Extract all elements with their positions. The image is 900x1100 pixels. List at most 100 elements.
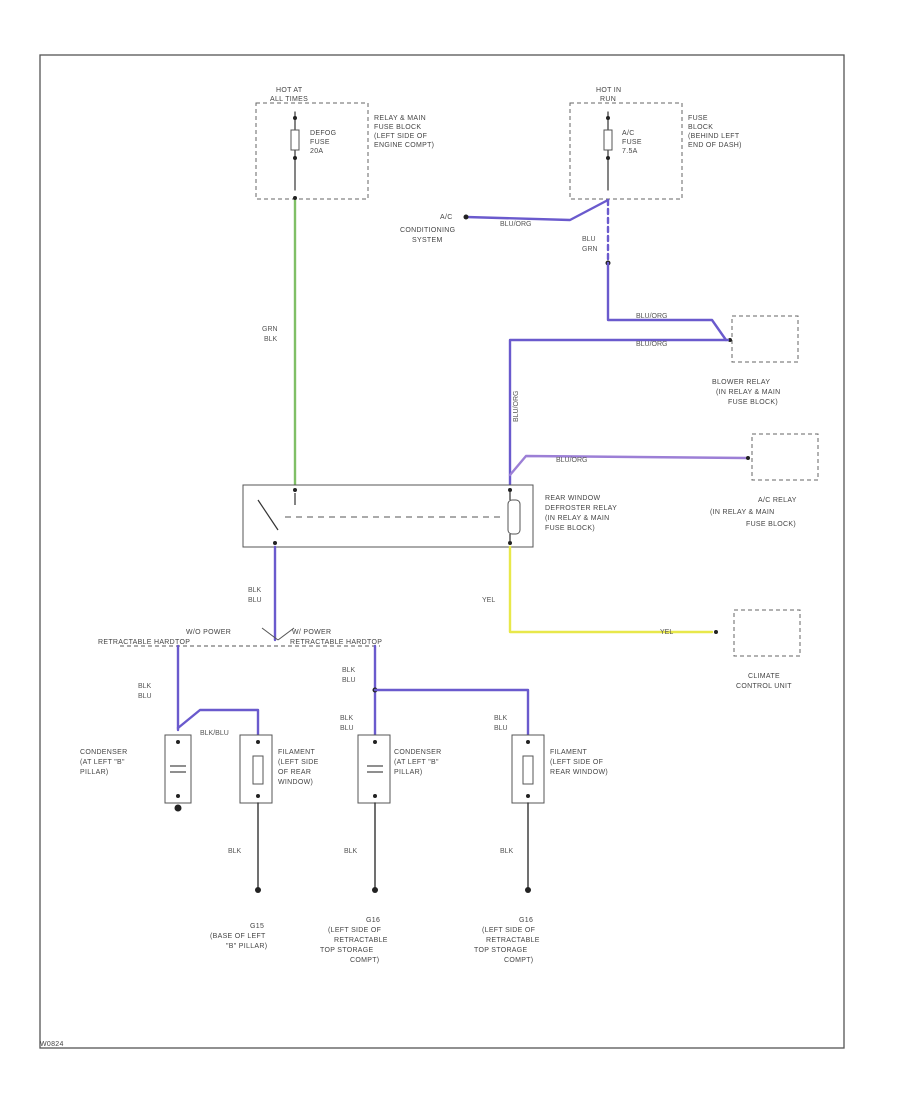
ac-relay-terminal [746,456,750,460]
wire-label-yel-1: YEL [482,597,495,604]
wire-blk-blu-to-filament-2 [373,688,530,737]
hot-in-run-label-2: RUN [600,96,616,103]
condenser-2-label-3: PILLAR) [394,769,423,776]
option-without-label-2: RETRACTABLE HARDTOP [98,639,190,646]
wire-blu-org-to-ac-system [464,198,610,222]
ac-fuse-name-2: FUSE [622,139,642,146]
ground-3-label-5: COMPT) [504,957,533,964]
wire-label-yel-2: YEL [660,629,673,636]
filament-left-side-rear-window-2: FILAMENT (LEFT SIDE OF REAR WINDOW) [511,734,608,804]
relay-main-fuse-block-label-3: (LEFT SIDE OF [374,133,427,140]
defroster-relay-label-1: REAR WINDOW [545,495,600,502]
ac-fuse-rating: 7.5A [622,148,638,155]
fuse-block-label-1: FUSE [688,115,708,122]
condenser-1-body [164,734,192,804]
condenser-left-b-pillar: CONDENSER (AT LEFT "B" PILLAR) [80,734,192,812]
relay-main-fuse-block-label-4: ENGINE COMPT) [374,142,434,149]
defroster-relay-terminal-4 [508,541,512,545]
defog-fuse-output [293,196,297,200]
ground-2-label-3: RETRACTABLE [334,937,388,944]
relay-main-fuse-block-label-2: FUSE BLOCK [374,124,421,131]
filament-1-label-4: WINDOW) [278,779,313,786]
condenser-2-body [357,734,391,804]
ground-g16-point-2 [525,887,531,893]
ground-3-label-2: (LEFT SIDE OF [482,927,535,934]
defroster-relay-coil [507,499,521,535]
defroster-relay-body [242,484,534,548]
ac-system-label-2: CONDITIONING [400,227,455,234]
ground-3-label-1: G16 [519,917,533,924]
option-tick-left [261,627,279,641]
filament-2-terminal-top [526,740,530,744]
blower-relay-label-1: BLOWER RELAY [712,379,770,386]
defog-fuse-group: HOT AT ALL TIMES DEFOG FUSE 20A RELAY & … [255,87,434,200]
ac-fuse-terminal-bottom [606,156,610,160]
ac-system-terminal [463,214,469,220]
condenser-1-terminal-top [176,740,180,744]
wire-label-blu-3: BLU [342,677,356,684]
ground-1-label-1: G15 [250,923,264,930]
condenser-2-terminal-top [373,740,377,744]
fuse-block-outline [569,102,683,200]
defroster-relay-label-2: DEFROSTER RELAY [545,505,617,512]
fuse-block-label-3: (BEHIND LEFT [688,133,740,140]
ground-2-label-1: G16 [366,917,380,924]
ground-g16-point-1 [372,887,378,893]
ground-g15-point [255,887,261,893]
filament-left-side-rear-window-1: FILAMENT (LEFT SIDE OF REAR WINDOW) [239,734,319,804]
ground-2-label-2: (LEFT SIDE OF [328,927,381,934]
climate-unit-label-1: CLIMATE [748,673,780,680]
wire-blu-org-to-blower-relay [606,261,728,342]
filament-1-terminal-bottom [256,794,260,798]
condenser-1-ground-point [174,804,182,812]
condenser-2-label-2: (AT LEFT "B" [394,759,439,766]
wire-label-grn: GRN [582,246,598,253]
wire-label-blu-org-ac: BLU/ORG [500,221,532,228]
wire-label-blu-2: BLU [138,693,152,700]
condenser-left-b-pillar-2: CONDENSER (AT LEFT "B" PILLAR) [357,734,441,804]
ac-fuse-terminal-top [606,116,610,120]
ground-1-label-3: "B" PILLAR) [226,943,267,950]
wire-label-blk-5: BLK [494,715,508,722]
filament-1-label-2: (LEFT SIDE [278,759,319,766]
rear-window-defroster-relay: REAR WINDOW DEFROSTER RELAY (IN RELAY & … [242,484,617,548]
diagram-code: W0824 [40,1041,64,1048]
condenser-1-label-1: CONDENSER [80,749,127,756]
wire-label-blu-4: BLU [340,725,354,732]
ac-relay-label-3: FUSE BLOCK) [746,521,796,528]
ac-relay-outline [751,433,819,481]
wire-label-blk-ground-2: BLK [344,848,358,855]
filament-1-label-3: OF REAR [278,769,311,776]
filament-2-element [522,755,534,785]
filament-2-label-2: (LEFT SIDE OF [550,759,603,766]
ac-fuse-symbol [603,129,613,151]
filament-2-label-1: FILAMENT [550,749,587,756]
ac-fuse-name: A/C [622,130,635,137]
wire-label-blk-3: BLK [342,667,356,674]
wire-label-blu-1: BLU [248,597,262,604]
condenser-1-label-2: (AT LEFT "B" [80,759,125,766]
wire-label-blu-org-3: BLU/ORG [636,341,668,348]
wire-label-blu-5: BLU [494,725,508,732]
wire-label-blk-top: BLK [264,336,278,343]
relay-main-fuse-block-outline [255,102,369,200]
wire-label-grn-top: GRN [262,326,278,333]
wire-label-blu-org-ac-relay: BLU/ORG [556,457,588,464]
condenser-2-label-1: CONDENSER [394,749,441,756]
blower-relay-label-2: (IN RELAY & MAIN [716,389,780,396]
climate-unit-label-2: CONTROL UNIT [736,683,792,690]
ac-system-label-3: SYSTEM [412,237,443,244]
wire-blk-blu-to-filament-1 [176,708,260,737]
defog-fuse-rating: 20A [310,148,323,155]
ac-fuse-group: HOT IN RUN A/C FUSE 7.5A FUSE BLOCK (BEH… [569,87,741,200]
filament-2-label-3: REAR WINDOW) [550,769,608,776]
defog-fuse-symbol [290,129,300,151]
climate-control-unit-outline [733,609,801,657]
defroster-relay-terminal-2 [508,488,512,492]
defroster-relay-label-4: FUSE BLOCK) [545,525,595,532]
wire-label-blk-4: BLK [340,715,354,722]
filament-1-label-1: FILAMENT [278,749,315,756]
blower-relay-terminal [728,338,732,342]
ground-2-label-4: TOP STORAGE [320,947,374,954]
option-with-label-1: W/ POWER [292,629,331,636]
